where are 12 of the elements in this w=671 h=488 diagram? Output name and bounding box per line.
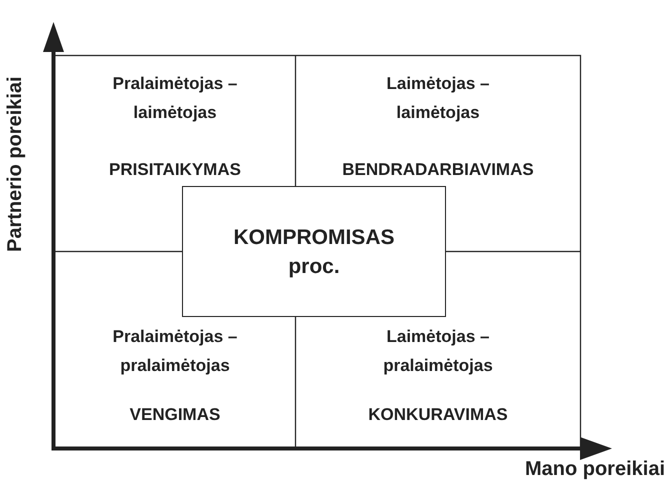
strategy-name: KONKURAVIMAS — [368, 404, 508, 426]
axis-label: Mano poreikiai — [524, 458, 665, 481]
axis-label: Partnerio poreikiai — [4, 76, 27, 252]
node-title: KOMPROMISAS proc. — [232, 224, 396, 280]
strategy-name: BENDRADARBIAVIMAS — [342, 159, 534, 181]
outcome-text: Laimėtojas – laimėtojas — [386, 73, 490, 124]
outcome-text: Laimėtojas – pralaimėtojas — [382, 326, 494, 377]
center-box — [182, 186, 446, 317]
strategy-name: VENGIMAS — [130, 404, 220, 426]
strategy-name: PRISITAIKYMAS — [109, 159, 241, 181]
outcome-text: Pralaimėtojas – laimėtojas — [112, 73, 238, 124]
outcome-text: Pralaimėtojas – pralaimėtojas — [112, 326, 238, 377]
